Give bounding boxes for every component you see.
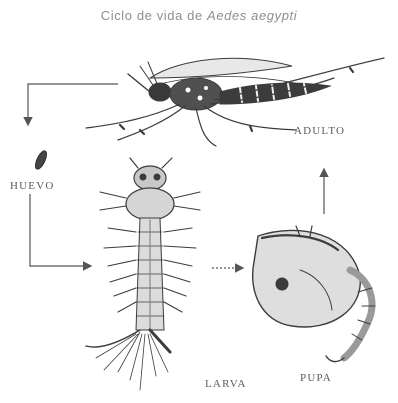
arrow-adult-to-egg: [28, 84, 118, 124]
label-adult: ADULTO: [294, 125, 345, 137]
egg-illustration: [33, 149, 49, 171]
arrow-egg-to-larva: [30, 194, 90, 266]
label-larva: LARVA: [205, 378, 247, 390]
label-egg: HUEVO: [10, 180, 55, 192]
larva-illustration: [86, 158, 200, 390]
pupa-illustration: [253, 226, 375, 362]
label-pupa: PUPA: [300, 372, 332, 384]
